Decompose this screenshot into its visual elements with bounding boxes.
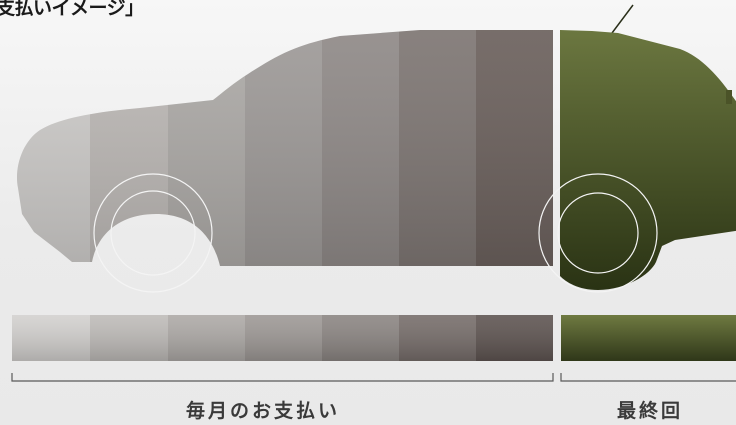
label-monthly-payment: 毎月のお支払い [186, 400, 341, 422]
car-window-notch [726, 90, 732, 104]
car-antenna [611, 4, 634, 34]
bracket-final [560, 373, 736, 382]
bracket-monthly [11, 373, 554, 382]
payment-bar [12, 315, 736, 361]
wheel-front [538, 173, 658, 293]
bar-segment-final [561, 315, 736, 361]
diagram-title: 支払いイメージ」 [0, 0, 144, 19]
label-final-payment: 最終回 [617, 400, 684, 422]
wheel-rear [93, 173, 213, 293]
car-body-monthly [16, 30, 554, 266]
car-final-section [560, 30, 736, 290]
